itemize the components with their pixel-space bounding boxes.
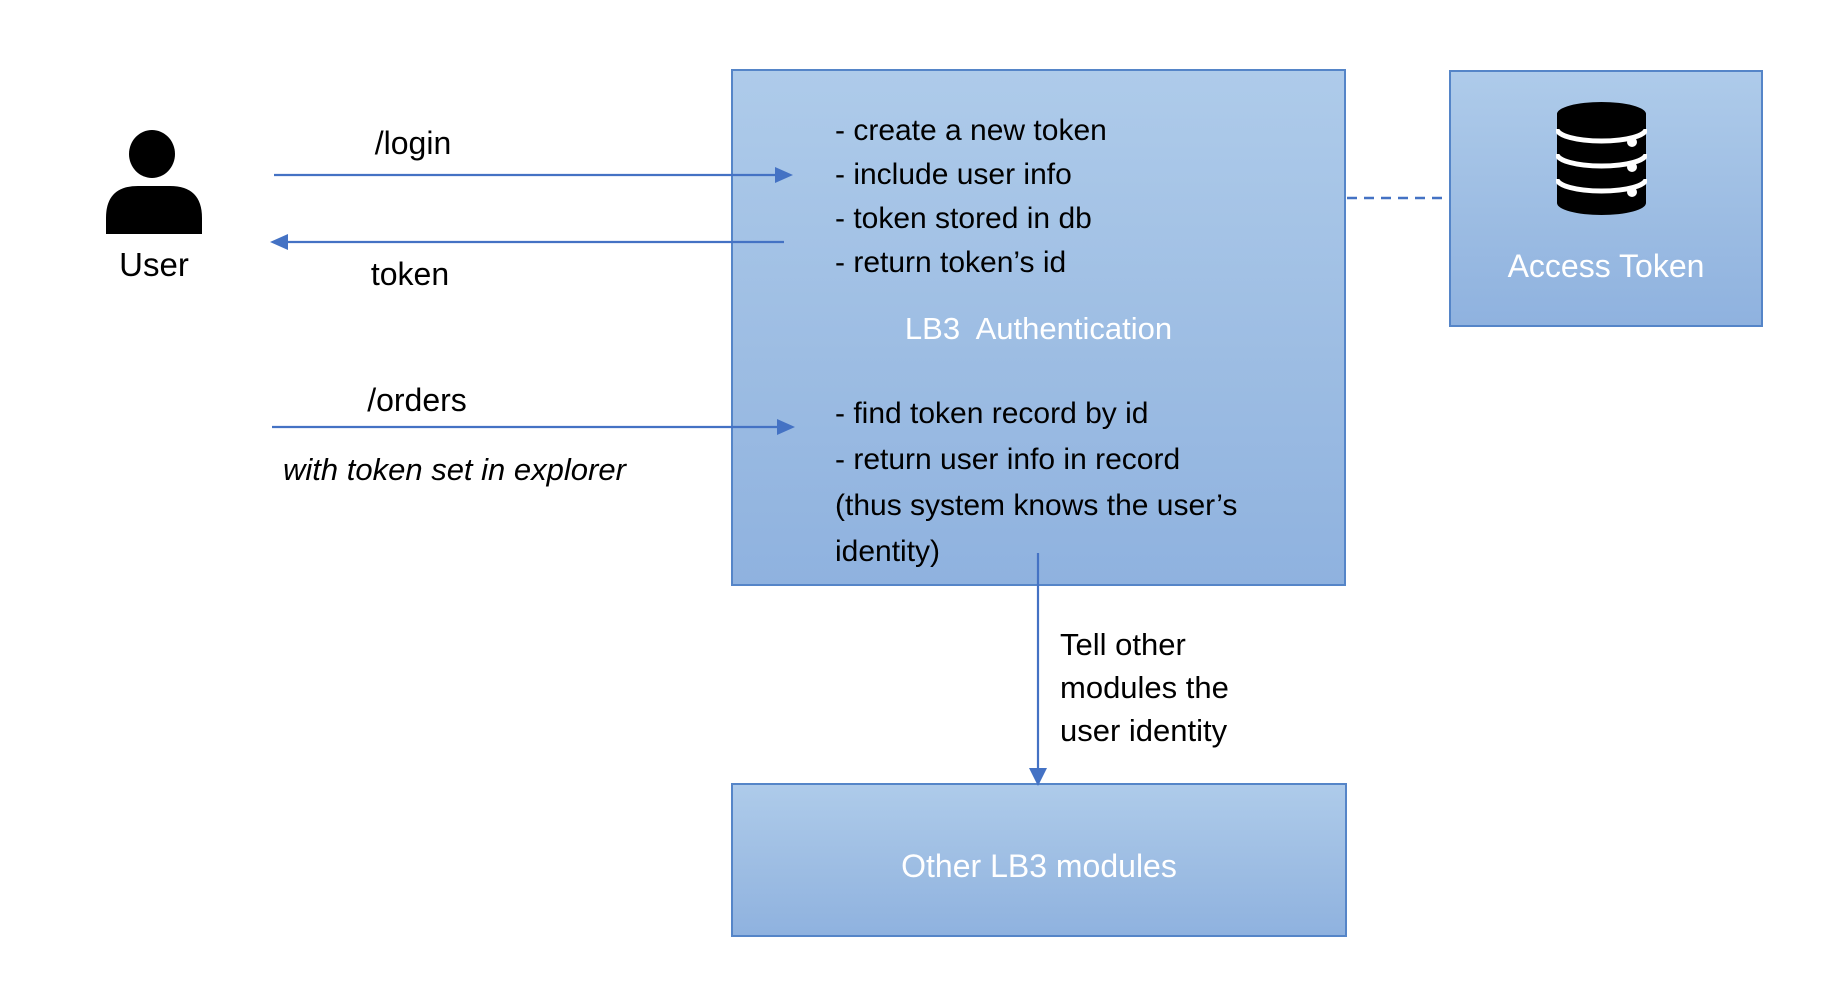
bullet-line: - find token record by id <box>835 397 1149 430</box>
identity-arrow-label-line: Tell other <box>1060 627 1186 662</box>
identity-arrow <box>1029 553 1047 786</box>
auth-box-bottom-bullets: - find token record by id - return user … <box>835 391 1237 575</box>
login-arrow-label: /login <box>374 125 452 161</box>
access-token-label: Access Token <box>1507 248 1705 284</box>
bullet-line: - return user info in record <box>835 443 1181 476</box>
identity-arrow-label-line: modules the <box>1060 670 1229 705</box>
identity-arrow-label: Tell other modules the user identity <box>1060 623 1229 752</box>
bullet-line: (thus system knows the user’s <box>835 489 1238 522</box>
bullet-line: - create a new token <box>835 114 1107 147</box>
orders-arrow <box>272 419 795 435</box>
orders-arrow-sublabel: with token set in explorer <box>283 452 626 487</box>
access-token-box: Access Token <box>1449 70 1763 327</box>
auth-box: - create a new token - include user info… <box>731 69 1346 586</box>
bullet-line: - token stored in db <box>835 202 1092 235</box>
database-icon <box>1556 102 1647 215</box>
identity-arrow-label-line: user identity <box>1060 713 1228 748</box>
orders-arrow-label: /orders <box>367 382 467 418</box>
other-modules-label: Other LB3 modules <box>901 848 1177 884</box>
bullet-line: - include user info <box>835 158 1072 191</box>
bullet-line: identity) <box>835 535 941 568</box>
user-label: User <box>119 246 189 283</box>
auth-box-title: LB3 Authentication <box>904 311 1173 346</box>
user-icon <box>106 130 202 234</box>
bullet-line: - return token’s id <box>835 246 1067 279</box>
login-arrow <box>274 167 793 183</box>
other-modules-box: Other LB3 modules <box>731 783 1347 937</box>
token-arrow-label: token <box>370 256 450 292</box>
token-arrow <box>270 234 784 250</box>
auth-box-top-bullets: - create a new token - include user info… <box>835 109 1107 285</box>
